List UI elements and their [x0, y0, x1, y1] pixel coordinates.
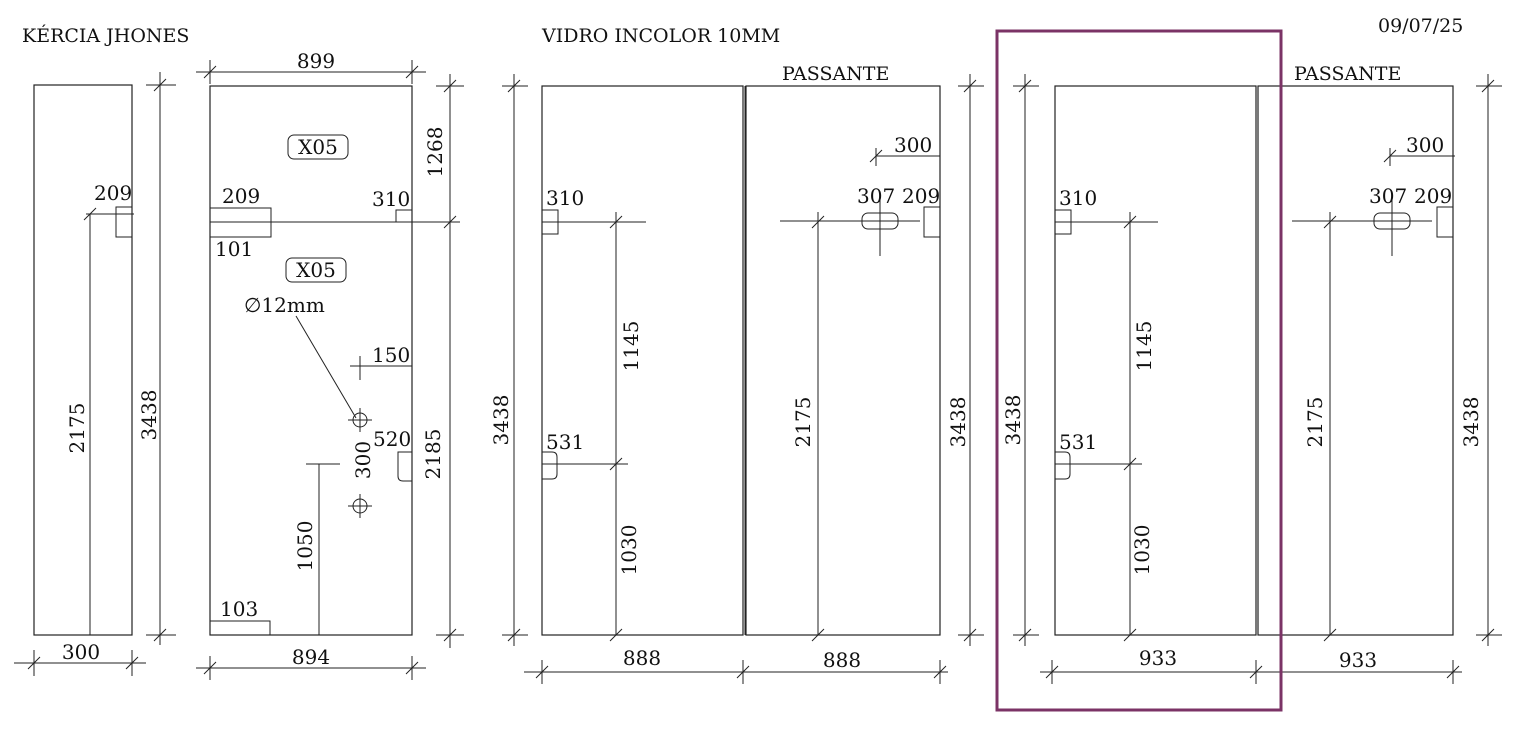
panel-b-hole-label: ∅12mm: [244, 293, 325, 317]
panel-a-width: 300: [62, 640, 100, 664]
panel-b-dim-150: 150: [372, 343, 410, 367]
panel-e-height: 3438: [1001, 395, 1025, 446]
panel-e-dim-310: 310: [1059, 186, 1097, 210]
panel-d-tag: PASSANTE: [782, 63, 889, 85]
selection-highlight: [995, 29, 1283, 712]
panel-c-dim-1145: 1145: [619, 321, 643, 372]
panel-f: PASSANTE 300 307 209 2175 3438 933: [1252, 63, 1502, 684]
panel-b: 899 X05 209 101 310 1268 X05 ∅12mm 150: [196, 49, 464, 680]
panel-b-x05-mid: X05: [296, 258, 336, 282]
panel-e-width: 933: [1139, 646, 1177, 670]
panel-d-dim-307: 307: [857, 184, 895, 208]
panel-f-tag: PASSANTE: [1294, 63, 1401, 85]
panel-d: PASSANTE 300 307 209 2175 3438 888: [740, 63, 984, 684]
panel-c-height: 3438: [489, 395, 513, 446]
panel-a-hinge-height: 2175: [65, 403, 89, 454]
panel-a-hinge-label: 209: [94, 181, 132, 205]
panel-b-x05-top: X05: [298, 135, 338, 159]
panel-d-dim-2175: 2175: [791, 397, 815, 448]
panel-c-dim-1030: 1030: [617, 525, 641, 576]
panel-e-dim-531: 531: [1059, 430, 1097, 454]
panel-e-outline: [1054, 85, 1257, 636]
drawing-date: 09/07/25: [1378, 15, 1463, 37]
panel-b-dim-1268: 1268: [423, 127, 447, 178]
panel-b-dim-101: 101: [215, 237, 253, 261]
panel-d-dim-300: 300: [894, 133, 932, 157]
panel-b-bottom-width: 894: [292, 645, 330, 669]
panel-b-top-width: 899: [297, 49, 335, 73]
panel-a: 209 2175 3438 300: [14, 72, 176, 676]
panel-b-dim-520: 520: [373, 427, 411, 451]
panel-a-outline: [33, 84, 133, 636]
panel-b-dim-2185: 2185: [421, 429, 445, 480]
client-name: KÉRCIA JHONES: [22, 24, 189, 47]
panel-d-dim-209: 209: [902, 184, 940, 208]
panel-c-width: 888: [623, 646, 661, 670]
panel-b-dim-103: 103: [220, 597, 258, 621]
panel-e-dim-1145: 1145: [1132, 321, 1156, 372]
panel-f-dim-307: 307: [1369, 184, 1407, 208]
glass-spec: VIDRO INCOLOR 10MM: [541, 25, 780, 47]
panel-b-outline: [209, 85, 413, 636]
panel-c: 3438 310 1145 531 1030 888: [489, 74, 752, 684]
panel-f-dim-2175: 2175: [1303, 397, 1327, 448]
panel-a-height: 3438: [137, 390, 161, 441]
panel-d-outline: [745, 85, 941, 636]
panel-e: 3438 310 1145 531 1030 933: [1001, 74, 1268, 684]
panel-b-dim-209: 209: [222, 184, 260, 208]
panel-f-outline: [1257, 85, 1454, 636]
panel-c-outline: [541, 85, 744, 636]
panel-d-width: 888: [823, 648, 861, 672]
panel-b-dim-1050: 1050: [293, 521, 317, 572]
panel-c-dim-531: 531: [546, 430, 584, 454]
panel-f-width: 933: [1339, 648, 1377, 672]
panel-c-dim-310: 310: [546, 186, 584, 210]
panel-d-height: 3438: [946, 397, 970, 448]
panel-e-dim-1030: 1030: [1130, 525, 1154, 576]
panel-f-dim-300: 300: [1406, 133, 1444, 157]
panel-f-height: 3438: [1459, 397, 1483, 448]
panel-f-dim-209: 209: [1414, 184, 1452, 208]
panel-b-dim-310: 310: [372, 187, 410, 211]
panel-b-dim-300: 300: [351, 441, 375, 479]
